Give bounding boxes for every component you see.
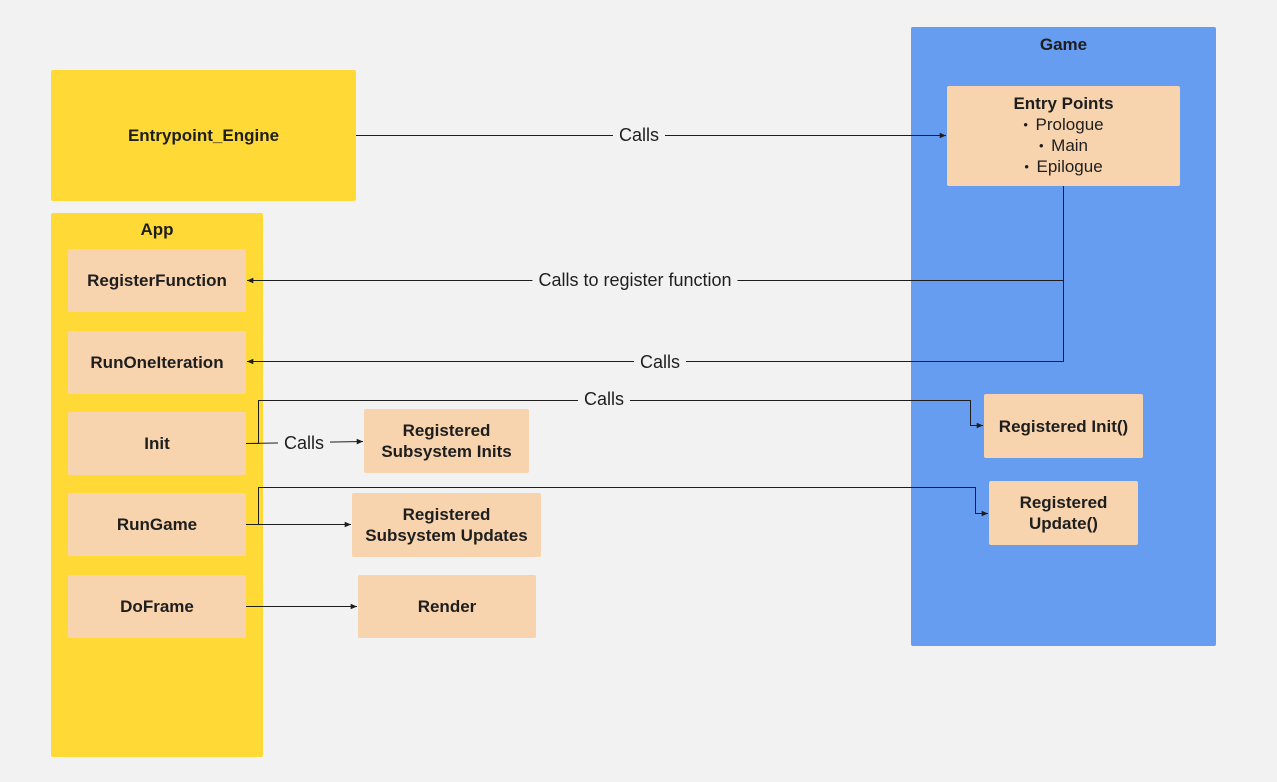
register-function-label: RegisterFunction [87, 271, 227, 290]
do-frame-node[interactable]: DoFrame [68, 575, 246, 638]
entry-point-item: Epilogue [1024, 156, 1103, 177]
entrypoint-engine-node[interactable]: Entrypoint_Engine [51, 70, 356, 201]
do-frame-label: DoFrame [120, 597, 194, 616]
init-node[interactable]: Init [68, 412, 246, 475]
registered-subsystem-inits-line1: Registered [402, 421, 491, 440]
entry-points-title: Entry Points [1013, 94, 1114, 113]
render-node[interactable]: Render [358, 575, 536, 638]
run-game-node[interactable]: RunGame [68, 493, 246, 556]
edge-label-init-to-registered-init: Calls [577, 388, 631, 410]
registered-subsystem-inits-line2: Subsystem Inits [381, 442, 512, 461]
entrypoint-engine-label: Entrypoint_Engine [127, 126, 280, 145]
edge-label-entry-to-runone: Calls [633, 351, 687, 373]
registered-subsystem-updates-line1: Registered [402, 505, 491, 524]
app-frame-title: App [140, 220, 174, 239]
registered-subsystem-updates-node[interactable]: Registered Subsystem Updates [352, 493, 541, 557]
render-label: Render [417, 597, 477, 616]
registered-update-line2: Update() [1029, 514, 1098, 533]
registered-update-line1: Registered [1019, 493, 1108, 512]
edge-entry-to-runone [247, 280, 1064, 365]
init-label: Init [144, 434, 170, 453]
run-one-iteration-node[interactable]: RunOneIteration [68, 331, 246, 394]
edge-label-init-to-subsystem-inits: Calls [277, 432, 331, 454]
entry-point-item: Main [1039, 135, 1088, 156]
registered-update-node[interactable]: Registered Update() [989, 481, 1138, 545]
edge-rungame-to-registered-update [246, 487, 988, 525]
registered-init-node[interactable]: Registered Init() [984, 394, 1143, 458]
registered-subsystem-inits-node[interactable]: Registered Subsystem Inits [364, 409, 529, 473]
entry-points-node[interactable]: Entry Points Prologue Main Epilogue [947, 86, 1180, 186]
edge-entry-to-register [247, 186, 1064, 284]
registered-subsystem-updates-line2: Subsystem Updates [365, 526, 528, 545]
run-game-label: RunGame [116, 515, 198, 534]
register-function-node[interactable]: RegisterFunction [68, 249, 246, 312]
registered-init-label: Registered Init() [998, 416, 1129, 436]
edge-label-entry-to-register: Calls to register function [532, 269, 738, 291]
game-frame-title: Game [1039, 35, 1088, 54]
run-one-iteration-label: RunOneIteration [90, 353, 224, 372]
edge-label-engine-to-entry: Calls [612, 124, 666, 146]
entry-point-item: Prologue [1023, 114, 1104, 135]
